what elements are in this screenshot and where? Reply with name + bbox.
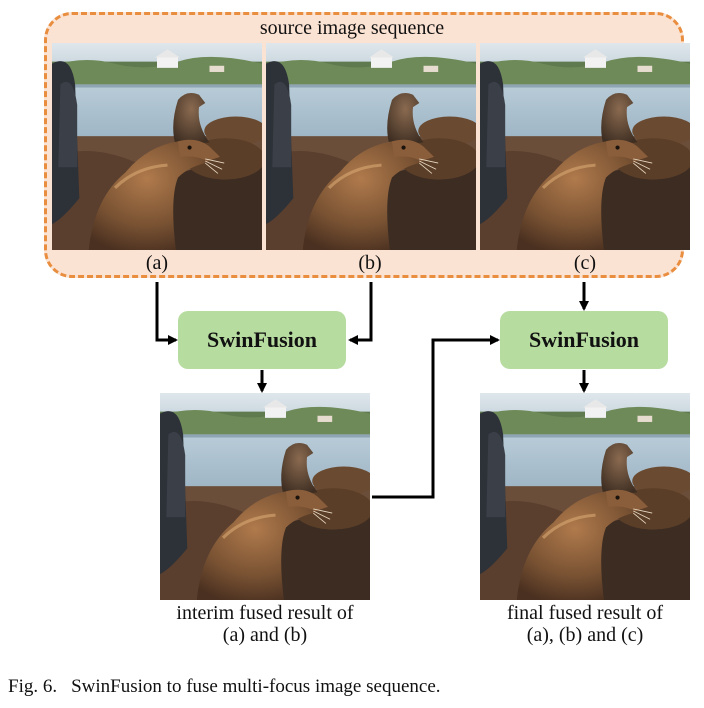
final-caption-line1: final fused result of [506, 602, 664, 624]
interim-caption-line2: (a) and (b) [222, 624, 308, 646]
label-c: (c) [573, 252, 597, 274]
arrow-b-to-fusion1 [348, 282, 373, 345]
source-image-b [266, 43, 476, 250]
arrow-a-to-fusion1 [155, 282, 178, 345]
interim-result-image [160, 393, 370, 600]
interim-result-caption: interim fused result of (a) and (b) [140, 602, 390, 646]
final-result-caption: final fused result of (a), (b) and (c) [460, 602, 704, 646]
source-image-c [480, 43, 690, 250]
final-caption-line2: (a), (b) and (c) [526, 624, 644, 646]
swinfusion-block-1: SwinFusion [178, 311, 346, 369]
arrow-interim-to-fusion2 [372, 335, 500, 499]
figure-number: Fig. 6. [8, 676, 58, 697]
final-result-image [480, 393, 690, 600]
figure-caption-text: SwinFusion to fuse multi-focus image seq… [71, 676, 441, 697]
source-image-a [52, 43, 262, 250]
label-a: (a) [145, 252, 169, 274]
interim-caption-line1: interim fused result of [176, 602, 354, 624]
source-sequence-title: source image sequence [259, 17, 445, 39]
swinfusion-block-2: SwinFusion [500, 311, 668, 369]
label-b: (b) [358, 252, 382, 274]
figure-caption: Fig. 6. SwinFusion to fuse multi-focus im… [8, 676, 441, 698]
